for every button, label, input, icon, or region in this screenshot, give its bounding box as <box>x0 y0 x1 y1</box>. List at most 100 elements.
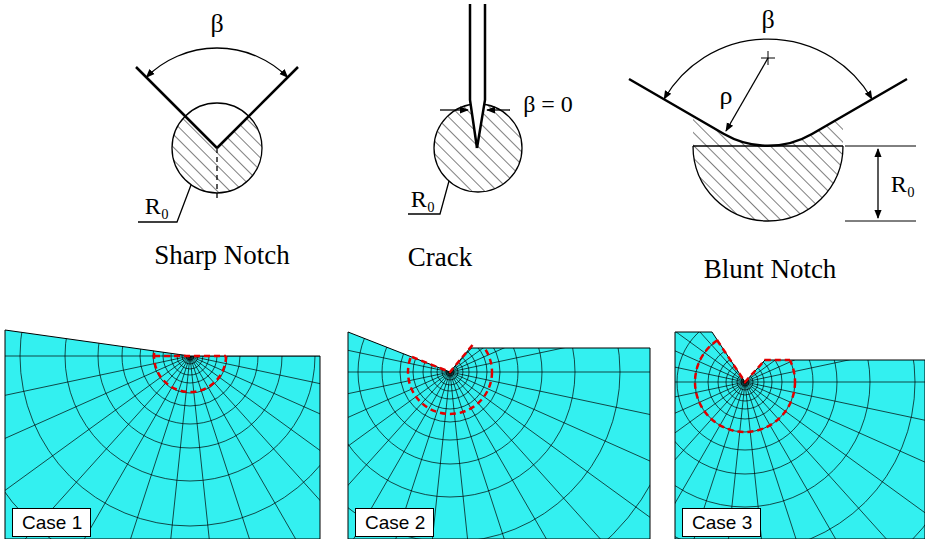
mesh-ray <box>621 2 745 382</box>
mesh-ray <box>450 26 650 372</box>
mesh-ray <box>66 0 190 356</box>
case-label: Case 1 <box>22 512 81 535</box>
mesh-outline <box>5 330 320 539</box>
mesh-ray <box>148 0 190 356</box>
mesh-domain <box>675 332 925 539</box>
case-label-box: Case 2 <box>355 508 434 537</box>
mesh-outline <box>348 332 650 539</box>
mesh-ray <box>745 382 869 539</box>
mesh-ring <box>140 306 240 406</box>
mesh-ray <box>450 0 574 372</box>
mesh-ray <box>190 10 390 356</box>
mesh-ray <box>59 372 450 455</box>
control-volume <box>154 355 226 358</box>
mesh-ray <box>545 36 745 382</box>
control-volume <box>695 332 795 432</box>
mesh-ray <box>250 26 450 372</box>
mesh-ray <box>408 0 450 372</box>
mesh-ray <box>190 0 232 356</box>
mesh-ray <box>190 356 458 539</box>
mesh-ray <box>477 85 745 382</box>
mesh-ring <box>575 212 915 539</box>
mesh-ray <box>190 193 555 356</box>
radius-label: ρ <box>720 82 733 111</box>
angle-label: β = 0 <box>523 91 573 117</box>
mesh-ray <box>745 382 925 465</box>
mesh-ray <box>85 209 450 372</box>
mesh-ray <box>745 382 925 539</box>
mesh-ray <box>190 273 581 356</box>
mesh-ray <box>450 372 650 539</box>
mesh-ring <box>153 319 227 393</box>
radius-label: R₀ <box>891 171 915 197</box>
mesh-ray <box>190 121 514 356</box>
blunt-notch-figure <box>629 39 916 221</box>
mesh-ray <box>745 219 925 382</box>
mesh-outline <box>675 332 925 539</box>
mesh-ring <box>140 62 760 539</box>
mesh-ray <box>380 219 745 382</box>
radius-label: R₀ <box>145 193 169 219</box>
mesh-ring <box>0 126 420 539</box>
mesh-ray <box>190 356 314 539</box>
figure-title: Blunt Notch <box>704 255 837 285</box>
mesh-ray <box>745 36 925 382</box>
mesh-ray <box>190 356 555 519</box>
control-volume <box>408 330 492 414</box>
mesh-ray <box>745 382 925 539</box>
mesh-ray <box>0 193 190 356</box>
mesh-ray <box>59 289 450 372</box>
angle-label: β <box>210 10 223 39</box>
mesh-ray <box>450 0 492 372</box>
mesh-ring <box>435 72 925 539</box>
angle-label: β <box>761 6 774 35</box>
case-label: Case 3 <box>692 512 751 535</box>
mesh-ring <box>515 152 925 539</box>
mesh-ray <box>745 382 925 539</box>
mesh-ray <box>450 372 718 539</box>
fe-mesh <box>50 0 850 539</box>
radius-label: R₀ <box>411 186 435 212</box>
mesh-ray <box>0 356 190 439</box>
figure-title: Sharp Notch <box>154 241 290 271</box>
mesh-ray <box>450 372 492 539</box>
crack-figure <box>408 4 522 214</box>
mesh-ray <box>326 372 450 539</box>
mesh-ray <box>703 0 745 382</box>
mesh-ray <box>0 356 190 539</box>
case-label: Case 2 <box>365 512 424 535</box>
mesh-ray <box>450 75 718 372</box>
control-volume <box>154 320 226 392</box>
mesh-ray <box>50 372 450 373</box>
mesh-ray <box>0 10 190 356</box>
mesh-ray <box>0 356 190 539</box>
mesh-ray <box>126 137 450 372</box>
mesh-ray <box>745 0 787 382</box>
mesh-ray <box>0 121 190 356</box>
mesh-ray <box>0 356 190 539</box>
mesh-ray <box>0 356 190 519</box>
fe-mesh <box>345 0 925 539</box>
mesh-ray <box>126 372 450 539</box>
control-volume <box>717 340 790 382</box>
mesh-ray <box>250 372 450 539</box>
mesh-ray <box>182 372 450 539</box>
mesh-ring <box>280 202 620 539</box>
mesh-ray <box>745 299 925 382</box>
mesh-ray <box>190 0 314 356</box>
mesh-ray <box>450 372 574 539</box>
mesh-ray <box>354 299 745 382</box>
mesh-ray <box>345 382 745 383</box>
mesh-ray <box>0 273 190 356</box>
mesh-ray <box>745 2 869 382</box>
figure-title: Crack <box>408 243 472 273</box>
mesh-ring <box>220 142 680 539</box>
sharp-notch-figure <box>136 48 298 222</box>
mesh-domain <box>5 330 320 539</box>
mesh-ray <box>745 85 925 382</box>
mesh-ray <box>326 0 450 372</box>
mesh-ray <box>182 75 450 372</box>
mesh-ray <box>745 382 925 539</box>
mesh-ray <box>190 59 458 356</box>
case-label-box: Case 3 <box>682 508 761 537</box>
